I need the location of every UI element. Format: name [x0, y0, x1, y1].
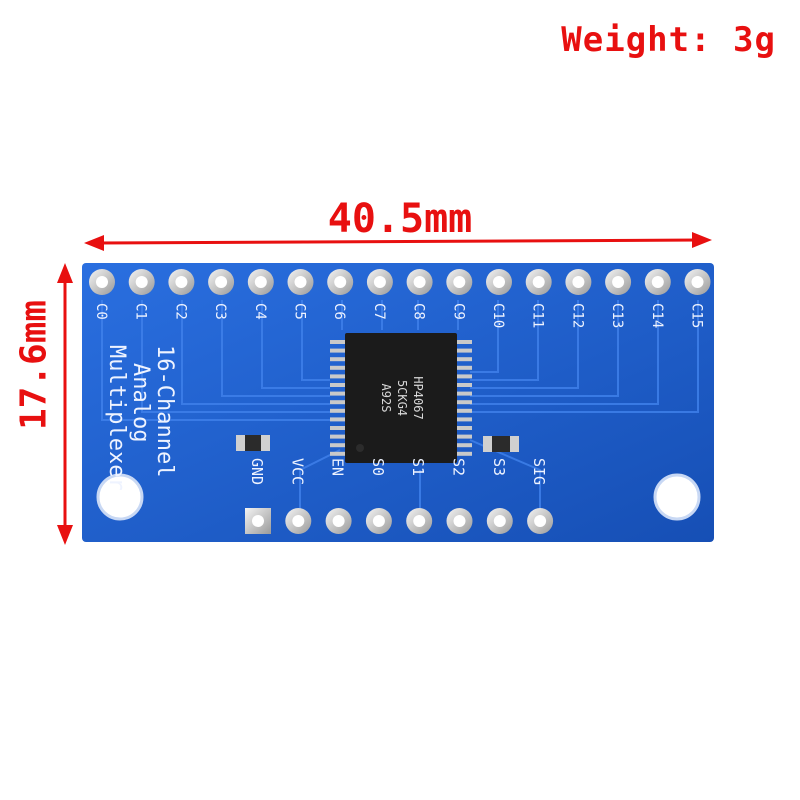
chip-marking-line2: 5CKG4 — [395, 380, 409, 416]
height-dimension-label: 17.6mm — [14, 300, 55, 430]
pin-pad-c0 — [89, 269, 115, 295]
board-title-line2: Analog — [128, 363, 153, 442]
mounting-hole-right — [653, 473, 701, 521]
pin-pad-en — [325, 508, 352, 534]
pin-label-c7: C7 — [371, 303, 387, 320]
weight-label: Weight: 3g — [561, 20, 776, 60]
top-pin-row — [89, 269, 711, 295]
pin-pad-c12 — [565, 269, 592, 295]
pin-label-gnd: GND — [248, 458, 266, 485]
pin-label-s0: S0 — [369, 458, 387, 476]
chip-marking-line3: A92S — [379, 384, 393, 413]
pin-pad-c13 — [605, 269, 632, 295]
bottom-pin-row — [245, 508, 554, 534]
pin-label-sig: SIG — [530, 458, 548, 485]
board-title-line1: 16-Channel — [152, 345, 177, 477]
pin-label-c0: C0 — [93, 303, 109, 320]
pin-label-c4: C4 — [252, 303, 268, 320]
pin-label-c11: C11 — [530, 303, 546, 328]
pin-label-c5: C5 — [292, 303, 308, 320]
height-dimension-text: 17.6mm — [13, 299, 55, 430]
board-title-line3: Multiplexer — [104, 345, 129, 491]
mounting-hole-left — [96, 473, 144, 521]
pin-label-c10: C10 — [490, 303, 506, 328]
smd-resistor-left — [236, 435, 270, 451]
pin-label-c8: C8 — [411, 303, 427, 320]
pin-pad-sig — [527, 508, 554, 534]
pin-pad-c11 — [525, 269, 552, 295]
pin-label-en: EN — [329, 458, 347, 476]
pin-pad-s1 — [406, 508, 433, 534]
pin-pad-c6 — [327, 269, 354, 295]
pin-label-c3: C3 — [212, 303, 228, 320]
pin-pad-vcc — [285, 508, 312, 534]
pin-pad-s2 — [446, 508, 473, 534]
pin-label-vcc: VCC — [288, 458, 306, 485]
ic-chip: HP4067 5CKG4 A92S — [330, 333, 472, 463]
pin-label-s3: S3 — [490, 458, 508, 476]
pin-pad-c2 — [168, 269, 195, 295]
pin-label-c9: C9 — [450, 303, 466, 320]
pin-label-s1: S1 — [409, 458, 427, 476]
width-dimension-arrow — [84, 232, 712, 251]
pin-label-c1: C1 — [133, 303, 149, 320]
pin-pad-c5 — [287, 269, 314, 295]
pin-label-c14: C14 — [649, 303, 665, 328]
pin-pad-c9 — [446, 269, 473, 295]
height-dimension-arrow — [57, 263, 73, 545]
pin-label-c13: C13 — [609, 303, 625, 328]
chip-marking-line1: HP4067 — [411, 376, 425, 419]
pin-pad-c14 — [644, 269, 671, 295]
pin-pad-c15 — [684, 269, 711, 295]
pin-pad-c7 — [366, 269, 393, 295]
pin-label-c15: C15 — [689, 303, 705, 328]
pin-label-c2: C2 — [172, 303, 188, 320]
width-dimension-label: 40.5mm — [327, 196, 473, 242]
smd-resistor-right — [483, 436, 519, 452]
pcb-traces — [101, 300, 699, 520]
pin-pad-c3 — [208, 269, 235, 295]
pin-pad-c10 — [486, 269, 512, 295]
pin-pad-c1 — [128, 269, 155, 295]
pin-label-c12: C12 — [569, 303, 585, 328]
pin-label-c6: C6 — [331, 303, 347, 320]
pin-pad-gnd — [245, 508, 271, 534]
pin-pad-c4 — [247, 269, 274, 295]
pin-pad-s3 — [486, 508, 513, 534]
pin-pad-c8 — [406, 269, 433, 295]
pin-pad-s0 — [365, 508, 392, 534]
pin-label-s2: S2 — [450, 458, 468, 476]
